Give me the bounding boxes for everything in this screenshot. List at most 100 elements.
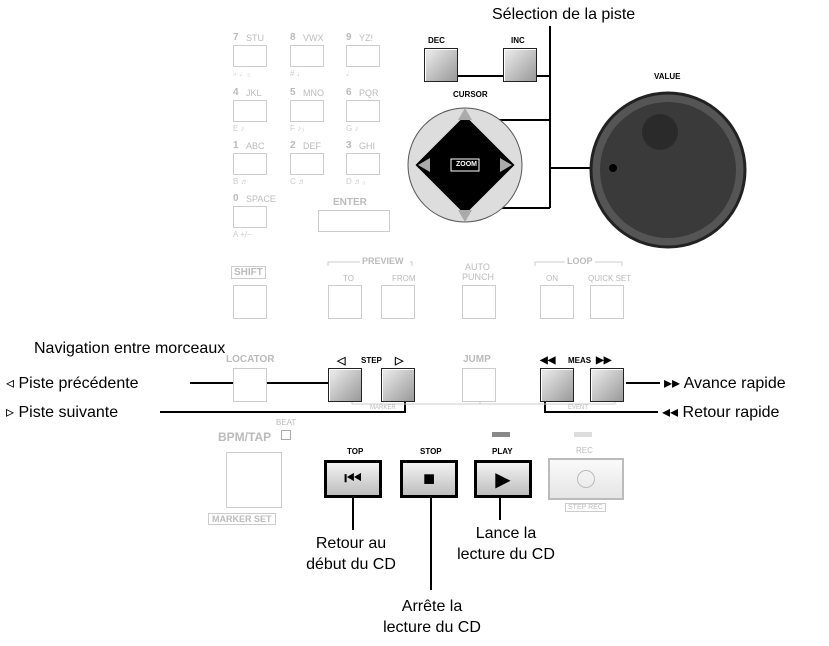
stop-button[interactable]: ■: [400, 460, 458, 498]
key-sub-5: F ♪₃: [290, 124, 305, 133]
preview-from-button[interactable]: [381, 285, 415, 319]
annotation-fast-forward: ▸▸ Avance rapide: [664, 375, 786, 392]
rec-circle-icon: [577, 470, 595, 488]
key-label-7: 7: [233, 32, 239, 43]
cursor-label: CURSOR: [453, 90, 488, 99]
loop-quick-set-button[interactable]: [590, 285, 624, 319]
key-label-4: 4: [233, 87, 239, 98]
enter-label: ENTER: [333, 197, 367, 208]
step-label: STEP: [361, 356, 382, 365]
key-sub-7: ♭ ♩₃: [233, 69, 251, 78]
key-letters-9: YZ!: [359, 33, 374, 43]
stop-icon: ■: [422, 467, 436, 490]
key-5-button[interactable]: [290, 100, 324, 122]
play-led: [492, 432, 510, 437]
key-letters-5: MNO: [303, 88, 324, 98]
key-letters-4: JKL: [246, 88, 262, 98]
key-sub-2: C ♬: [290, 177, 306, 186]
key-9-button[interactable]: [346, 45, 380, 67]
key-letters-0: SPACE: [246, 194, 276, 204]
annotation-stop-play-line2: lecture du CD: [383, 619, 481, 636]
key-3-button[interactable]: [346, 153, 380, 175]
step-prev-button[interactable]: [328, 368, 362, 402]
step-next-glyph: ▷: [395, 355, 404, 367]
annotation-start-play: Lance la lecture du CD: [446, 523, 566, 565]
top-icon: ⏮: [344, 467, 362, 490]
dec-label: DEC: [428, 36, 445, 45]
auto-punch-button[interactable]: [462, 285, 496, 319]
annotation-prev-track: ◃ Piste précédente: [6, 375, 139, 392]
rewind-button[interactable]: [540, 368, 574, 402]
marker-label: MARKER: [370, 405, 396, 411]
beat-label: BEAT: [276, 418, 297, 427]
shift-button[interactable]: [233, 285, 267, 319]
key-7-button[interactable]: [233, 45, 267, 67]
key-letters-8: VWX: [303, 33, 324, 43]
annotation-return-start-line1: Retour au: [315, 535, 387, 552]
dec-button[interactable]: [424, 48, 458, 82]
key-1-button[interactable]: [233, 153, 267, 175]
loop-quick-set-label: QUICK SET: [588, 274, 632, 283]
key-4-button[interactable]: [233, 100, 267, 122]
preview-to-label: TO: [343, 274, 354, 283]
enter-button[interactable]: [318, 210, 390, 232]
key-0-button[interactable]: [233, 206, 267, 228]
annotation-return-start-line2: début du CD: [306, 556, 396, 573]
inc-button[interactable]: [503, 48, 537, 82]
zoom-label: ZOOM: [456, 161, 477, 168]
locator-button[interactable]: [233, 368, 267, 402]
value-dial[interactable]: [593, 95, 743, 245]
value-label: VALUE: [654, 72, 681, 81]
top-button[interactable]: ⏮: [324, 460, 382, 498]
punch-label: PUNCH: [462, 272, 495, 282]
key-sub-9: 𝅗𝅥: [346, 69, 349, 78]
step-next-button[interactable]: [381, 368, 415, 402]
preview-to-button[interactable]: [328, 285, 362, 319]
key-sub-6: G ♪: [346, 124, 359, 133]
annotation-start-play-line1: Lance la: [475, 525, 537, 542]
meas-label: MEAS: [568, 356, 592, 365]
key-sub-0: A +/−: [233, 230, 252, 239]
key-sub-8: # ♩: [290, 69, 305, 78]
bpm-tap-button[interactable]: [226, 452, 282, 508]
play-button[interactable]: ▶: [474, 460, 532, 498]
inc-label: INC: [511, 36, 525, 45]
loop-on-button[interactable]: [540, 285, 574, 319]
bpm-tap-label: BPM/TAP: [218, 430, 272, 444]
annotation-stop-play-line1: Arrête la: [401, 598, 463, 615]
marker-set-label: MARKER SET: [208, 513, 276, 525]
rec-label: REC: [576, 446, 593, 455]
key-2-button[interactable]: [290, 153, 324, 175]
play-label: PLAY: [492, 447, 513, 456]
annotation-rewind: ◂◂ Retour rapide: [662, 404, 780, 421]
key-letters-7: STU: [246, 33, 264, 43]
rec-button[interactable]: [548, 458, 624, 500]
key-letters-6: PQR: [359, 88, 379, 98]
meas-rew-glyph: ◀◀: [540, 355, 556, 366]
key-6-button[interactable]: [346, 100, 380, 122]
auto-label: AUTO: [465, 262, 490, 272]
fast-forward-button[interactable]: [590, 368, 624, 402]
top-label: TOP: [347, 447, 364, 456]
jump-button[interactable]: [462, 368, 496, 402]
preview-from-label: FROM: [392, 274, 416, 283]
key-label-0: 0: [233, 193, 239, 204]
event-label: EVENT: [568, 405, 589, 411]
annotation-track-select: Sélection de la piste: [492, 6, 636, 23]
key-label-6: 6: [346, 87, 352, 98]
key-label-3: 3: [346, 140, 352, 151]
annotation-stop-play: Arrête la lecture du CD: [370, 596, 494, 638]
key-letters-2: DEF: [303, 141, 321, 151]
key-letters-1: ABC: [246, 141, 265, 151]
loop-on-label: ON: [546, 274, 558, 283]
key-label-2: 2: [290, 140, 296, 151]
key-8-button[interactable]: [290, 45, 324, 67]
step-rec-label: STEP REC: [565, 503, 606, 512]
preview-label: PREVIEW: [362, 256, 404, 266]
jump-label: JUMP: [463, 354, 491, 365]
rec-led: [574, 432, 592, 437]
annotation-song-nav: Navigation entre morceaux: [34, 340, 226, 357]
key-letters-3: GHI: [359, 141, 376, 151]
key-label-5: 5: [290, 87, 296, 98]
